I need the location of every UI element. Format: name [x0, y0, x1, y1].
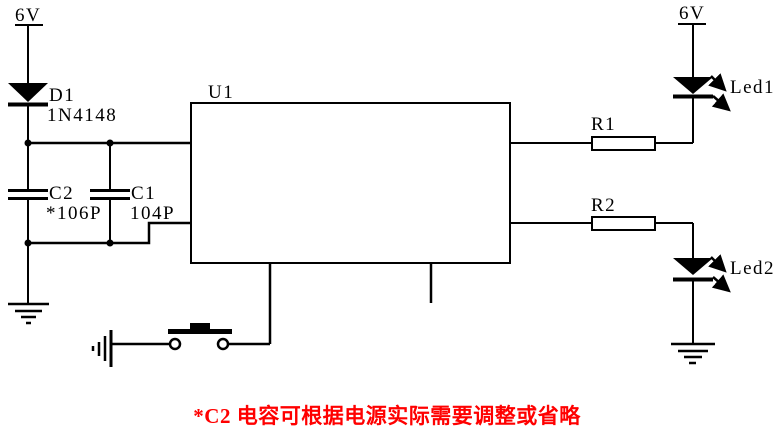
ground-symbol-right: [671, 342, 715, 365]
d1-value-label: 1N4148: [47, 105, 117, 126]
u1-ref-label: U1: [208, 82, 234, 103]
wire-top-node: [24, 139, 191, 147]
capacitor-c1: C1 104P: [90, 143, 175, 243]
button-terminal-icon: [216, 337, 230, 351]
led-triangle-icon: [673, 77, 713, 94]
resistor-body-icon: [591, 216, 656, 231]
ground-symbol-button: [91, 330, 170, 367]
vcc-left-label: 6V: [15, 5, 41, 26]
c2-ref-label: C2: [49, 183, 74, 204]
led-led1: Led1: [673, 73, 773, 143]
wire-bottom-node: [24, 221, 191, 303]
power-rail-left: 6V: [15, 5, 43, 84]
d1-ref-label: D1: [49, 85, 75, 106]
button-plunger-icon: [190, 323, 210, 330]
diode-d1: D1 1N4148: [8, 83, 117, 143]
led-emission-arrow-icon: [711, 93, 731, 112]
note-text: *C2 电容可根据电源实际需要调整或省略: [193, 404, 581, 428]
power-rail-right: 6V: [678, 3, 706, 78]
c2-value-label: *106P: [46, 203, 102, 224]
button-terminal-icon: [168, 337, 182, 351]
led-led2: Led2: [673, 223, 773, 344]
junction-dot: [106, 239, 114, 247]
ground-symbol-left: [8, 302, 49, 325]
vcc-right-label: 6V: [679, 3, 705, 24]
resistor-body-icon: [591, 136, 656, 151]
capacitor-c2: C2 *106P: [8, 143, 102, 243]
led2-ref-label: Led2: [730, 258, 773, 279]
led-emission-arrow-icon: [708, 73, 727, 92]
ic-u1: U1: [190, 82, 511, 344]
c1-ref-label: C1: [131, 183, 156, 204]
push-button: [168, 323, 270, 351]
c1-value-label: 104P: [130, 203, 175, 224]
ic-body: [190, 102, 511, 264]
led-emission-arrow-icon: [711, 274, 731, 293]
resistor-r1: R1: [510, 114, 693, 151]
button-bar-icon: [168, 329, 232, 334]
diode-triangle-icon: [8, 83, 48, 102]
resistor-r2: R2: [510, 195, 693, 231]
r2-ref-label: R2: [591, 195, 616, 216]
led1-ref-label: Led1: [730, 77, 773, 98]
r1-ref-label: R1: [591, 114, 616, 135]
led-triangle-icon: [673, 258, 713, 275]
led-emission-arrow-icon: [708, 254, 727, 273]
